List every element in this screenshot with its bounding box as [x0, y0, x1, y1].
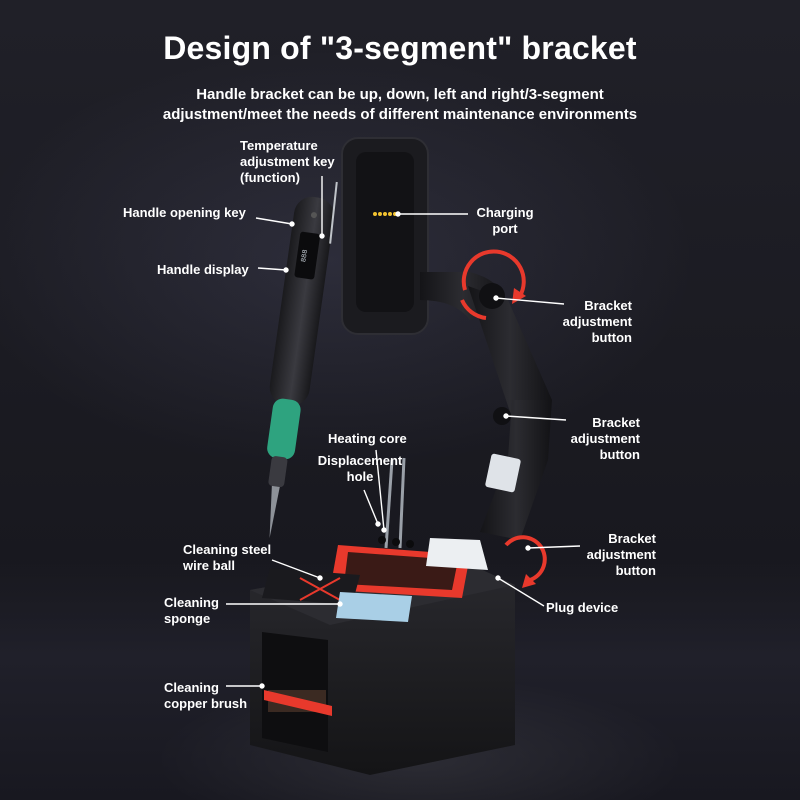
label-line: Bracket — [584, 298, 632, 313]
label-line: Cleaning steel — [183, 542, 272, 557]
page-title: Design of "3-segment" bracket — [163, 30, 637, 66]
label-line: Handle opening key — [123, 205, 246, 220]
rotation-arrow-top — [460, 249, 526, 320]
label-line: Bracket — [592, 415, 640, 430]
label-line: sponge — [164, 611, 211, 626]
label-cleaning-sponge: Cleaning sponge — [164, 595, 219, 627]
label-line: Displacement — [317, 453, 403, 468]
label-line: (function) — [240, 170, 300, 185]
label-line: button — [591, 330, 632, 345]
label-line: Cleaning — [164, 595, 219, 610]
label-line: port — [492, 221, 518, 236]
label-line: Heating core — [328, 431, 407, 446]
bracket-arm — [420, 272, 552, 540]
label-displacement-hole: Displacement hole — [310, 453, 410, 485]
label-temperature-adjustment-key: Temperature adjustment key (function) — [240, 138, 335, 186]
label-line: adjustment — [562, 314, 632, 329]
label-line: Cleaning — [164, 680, 219, 695]
label-plug-device: Plug device — [546, 600, 618, 616]
label-line: copper brush — [164, 696, 248, 711]
label-line: button — [599, 447, 640, 462]
rotation-arrow-bottom — [504, 535, 547, 582]
label-cleaning-steel-wire-ball: Cleaning steel wire ball — [183, 542, 271, 574]
svg-text:888: 888 — [300, 249, 310, 263]
subtitle-line-1: Handle bracket can be up, down, left and… — [196, 86, 604, 103]
charging-port-pins — [373, 212, 397, 216]
middle-knob — [493, 407, 511, 425]
label-bracket-adjustment-button-top: Bracket adjustment button — [548, 298, 632, 346]
callout-lines — [226, 176, 581, 689]
station-base — [250, 457, 515, 775]
label-handle-display: Handle display — [157, 262, 249, 278]
soldering-handle: 888 — [267, 181, 338, 539]
label-charging-port: Charging port — [471, 205, 539, 237]
label-line: adjustment key — [240, 154, 335, 169]
label-line: hole — [346, 469, 374, 484]
label-line: button — [615, 563, 656, 578]
label-line: Plug device — [546, 600, 619, 615]
label-line: Temperature — [240, 138, 318, 153]
label-line: adjustment — [586, 547, 656, 562]
label-handle-opening-key: Handle opening key — [123, 205, 246, 221]
label-line: Handle display — [157, 262, 249, 277]
label-line: Charging — [476, 205, 534, 220]
label-line: Bracket — [608, 531, 656, 546]
subtitle-line-2: adjustment/meet the needs of different m… — [162, 106, 638, 123]
label-cleaning-copper-brush: Cleaning copper brush — [164, 680, 247, 712]
label-bracket-adjustment-button-low: Bracket adjustment button — [572, 531, 656, 579]
label-line: wire ball — [183, 558, 236, 573]
label-line: adjustment — [570, 431, 640, 446]
label-heating-core: Heating core — [328, 431, 407, 447]
handle-cradle — [341, 137, 429, 335]
label-bracket-adjustment-button-mid: Bracket adjustment button — [556, 415, 640, 463]
